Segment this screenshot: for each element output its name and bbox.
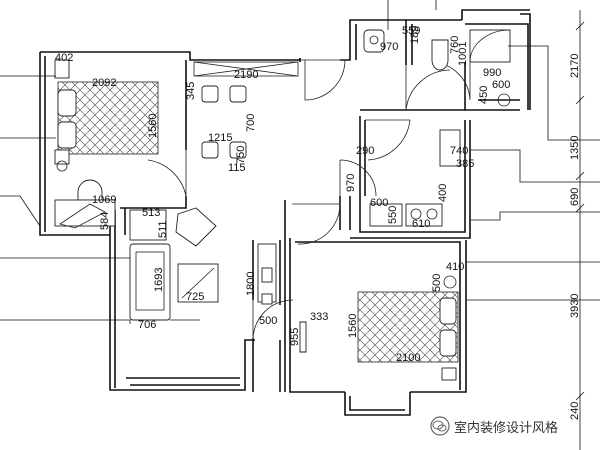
dim-right-3930: 3930 <box>569 294 581 318</box>
fridge-icon <box>439 129 461 167</box>
dim-bedroom1-length: 1560 <box>147 114 159 138</box>
desk-lamp-icon <box>59 203 106 229</box>
hall-switch <box>261 293 273 305</box>
tv-slash <box>181 267 215 299</box>
pillow-2b <box>439 329 457 357</box>
dim-dining-small: 115 <box>228 162 246 174</box>
lamp-icon-2 <box>443 275 457 289</box>
dim-right-1350: 1350 <box>569 136 581 160</box>
dim-living-511: 511 <box>157 220 169 238</box>
dining-chair-3 <box>201 141 219 159</box>
dim-bed2-500: 500 <box>431 274 443 292</box>
shower-curve <box>469 29 511 63</box>
dim-kitchen-970: 970 <box>345 174 357 192</box>
dim-bath-door: 450 <box>478 86 490 104</box>
shower-tray <box>469 29 511 63</box>
phone-icon-2 <box>441 367 457 381</box>
dim-kitchen-385: 385 <box>456 158 474 170</box>
dim-kitchen-610: 610 <box>412 218 430 230</box>
dim-living-706: 706 <box>138 319 156 331</box>
pillow-2a <box>439 297 457 325</box>
dim-right-240: 240 <box>569 402 581 420</box>
dim-dining-top: 2190 <box>234 69 258 81</box>
sink-icon <box>363 29 385 53</box>
dim-bed2-2100: 2100 <box>396 352 420 364</box>
dim-kitchen-550: 550 <box>387 206 399 224</box>
side-table <box>129 209 167 241</box>
dim-dining-v1: 700 <box>245 114 257 132</box>
watermark: 室内装修设计风格 <box>430 414 600 438</box>
washer-icon <box>497 93 511 107</box>
nightstand-1 <box>54 149 70 165</box>
dim-bath-small: 600 <box>492 79 510 91</box>
dim-bedroom1-top: 402 <box>55 52 73 64</box>
dining-chair-4 <box>229 141 247 159</box>
dim-dining-v2: 750 <box>235 146 247 164</box>
desk-1 <box>54 199 116 227</box>
bedroom-1: 402 2092 1560 1069 584 <box>54 52 159 230</box>
right-dimensions: 2170 1350 690 3930 240 <box>569 54 581 420</box>
sink-drain <box>369 35 379 45</box>
dim-hall-1800: 1800 <box>245 272 257 296</box>
watermark-text: 室内装修设计风格 <box>454 420 559 436</box>
dim-living-tv: 725 <box>186 291 204 303</box>
dim-bath-shower: 990 <box>483 67 501 79</box>
burner-1 <box>410 208 422 220</box>
dim-bath-sink: 970 <box>380 41 398 53</box>
dining-cabinet <box>193 61 299 77</box>
lamp-icon <box>56 160 68 172</box>
dim-living-513: 513 <box>142 207 160 219</box>
armchair-icon <box>175 207 217 247</box>
dim-bed2-955: 955 <box>289 328 301 346</box>
dim-bath-top2: 189 <box>409 26 421 44</box>
dim-kitchen-290: 290 <box>356 145 374 157</box>
dim-bath-v1: 760 <box>449 36 461 54</box>
dim-dining-side: 345 <box>185 82 197 100</box>
kitchen: 290 740 385 970 600 400 550 610 <box>345 129 474 230</box>
sofa-icon <box>129 243 171 321</box>
dim-kitchen-400: 400 <box>437 184 449 202</box>
dim-right-2170: 2170 <box>569 54 581 78</box>
toilet-icon <box>431 39 449 71</box>
hall-cabinet-door <box>261 267 273 283</box>
bathroom: 970 559 189 760 1001 990 600 450 <box>363 25 511 107</box>
burner-2 <box>426 208 438 220</box>
dim-bed2-1560: 1560 <box>347 314 359 338</box>
dim-bedroom1-desk: 1069 <box>92 194 116 206</box>
bedroom-2: 410 500 333 955 1560 2100 <box>289 261 464 381</box>
dim-kitchen-600: 600 <box>370 197 388 209</box>
dim-bath-top1: 559 <box>402 25 420 37</box>
pillow-1b <box>57 121 77 149</box>
counter-1 <box>369 203 403 227</box>
dining-cabinet-cross <box>193 61 299 77</box>
dim-kitchen-740: 740 <box>450 145 468 157</box>
dim-right-690: 690 <box>569 188 581 206</box>
wardrobe-2 <box>299 321 307 353</box>
dim-bed2-410: 410 <box>446 261 464 273</box>
dim-dining-width: 1215 <box>208 132 232 144</box>
dining-chair-1 <box>201 85 219 103</box>
dim-hall-500: 500 <box>259 315 277 327</box>
dim-bath-v2: 1001 <box>457 42 469 66</box>
hallway: 1800 500 <box>245 243 277 327</box>
pillow-1a <box>57 89 77 117</box>
dining-chair-2 <box>229 85 247 103</box>
dining-area: 2190 345 1215 700 750 115 <box>185 61 299 174</box>
sofa-seat <box>135 251 165 311</box>
dim-bedroom1-width: 2092 <box>92 77 116 89</box>
dim-bed2-333: 333 <box>310 311 328 323</box>
dim-bedroom1-small: 584 <box>99 212 111 230</box>
chair-icon <box>77 179 103 201</box>
wechat-icon <box>430 416 450 436</box>
living-room: 513 511 1693 706 725 <box>129 207 219 331</box>
dim-living-1693: 1693 <box>153 268 165 292</box>
phone-icon <box>54 59 70 79</box>
